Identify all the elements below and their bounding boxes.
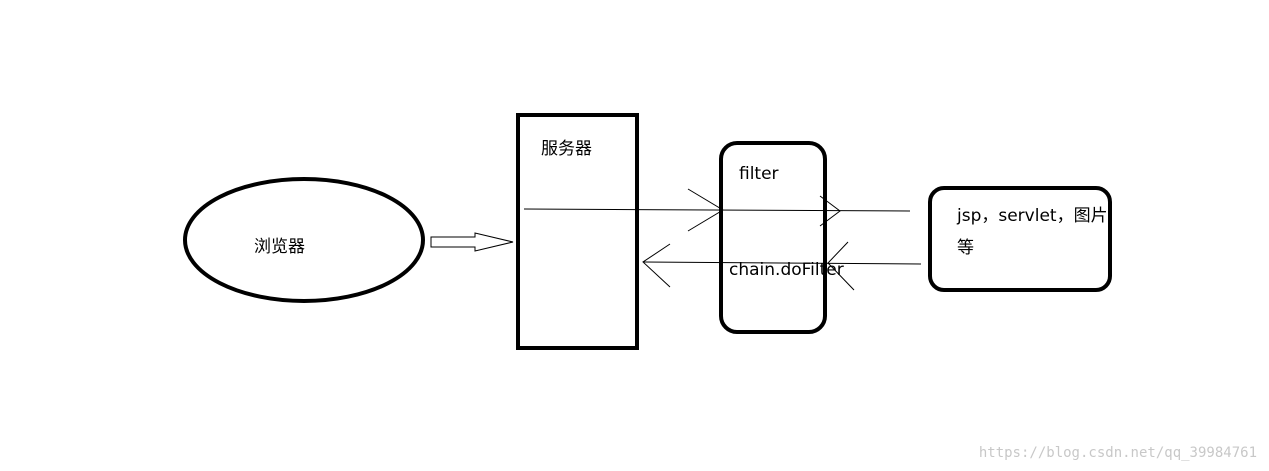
server-box bbox=[516, 113, 639, 350]
browser-ellipse bbox=[183, 177, 425, 303]
response-arrowhead-filter bbox=[827, 241, 855, 291]
request-arrowhead-resources bbox=[819, 195, 841, 227]
browser-to-server-arrow bbox=[430, 232, 514, 252]
request-arrowhead-filter bbox=[687, 188, 724, 232]
chain-dofilter-label: chain.doFilter bbox=[729, 260, 844, 280]
resources-label-line1: jsp，servlet，图片 bbox=[957, 206, 1108, 226]
browser-label: 浏览器 bbox=[254, 237, 305, 257]
resources-box bbox=[928, 186, 1112, 292]
filter-box bbox=[719, 141, 827, 334]
server-label: 服务器 bbox=[541, 139, 592, 159]
resources-label-line2: 等 bbox=[957, 238, 974, 258]
response-arrowhead-server bbox=[642, 243, 671, 288]
filter-label: filter bbox=[739, 164, 779, 184]
watermark: https://blog.csdn.net/qq_39984761 bbox=[978, 445, 1257, 461]
response-line bbox=[643, 261, 922, 265]
request-line bbox=[523, 208, 911, 212]
